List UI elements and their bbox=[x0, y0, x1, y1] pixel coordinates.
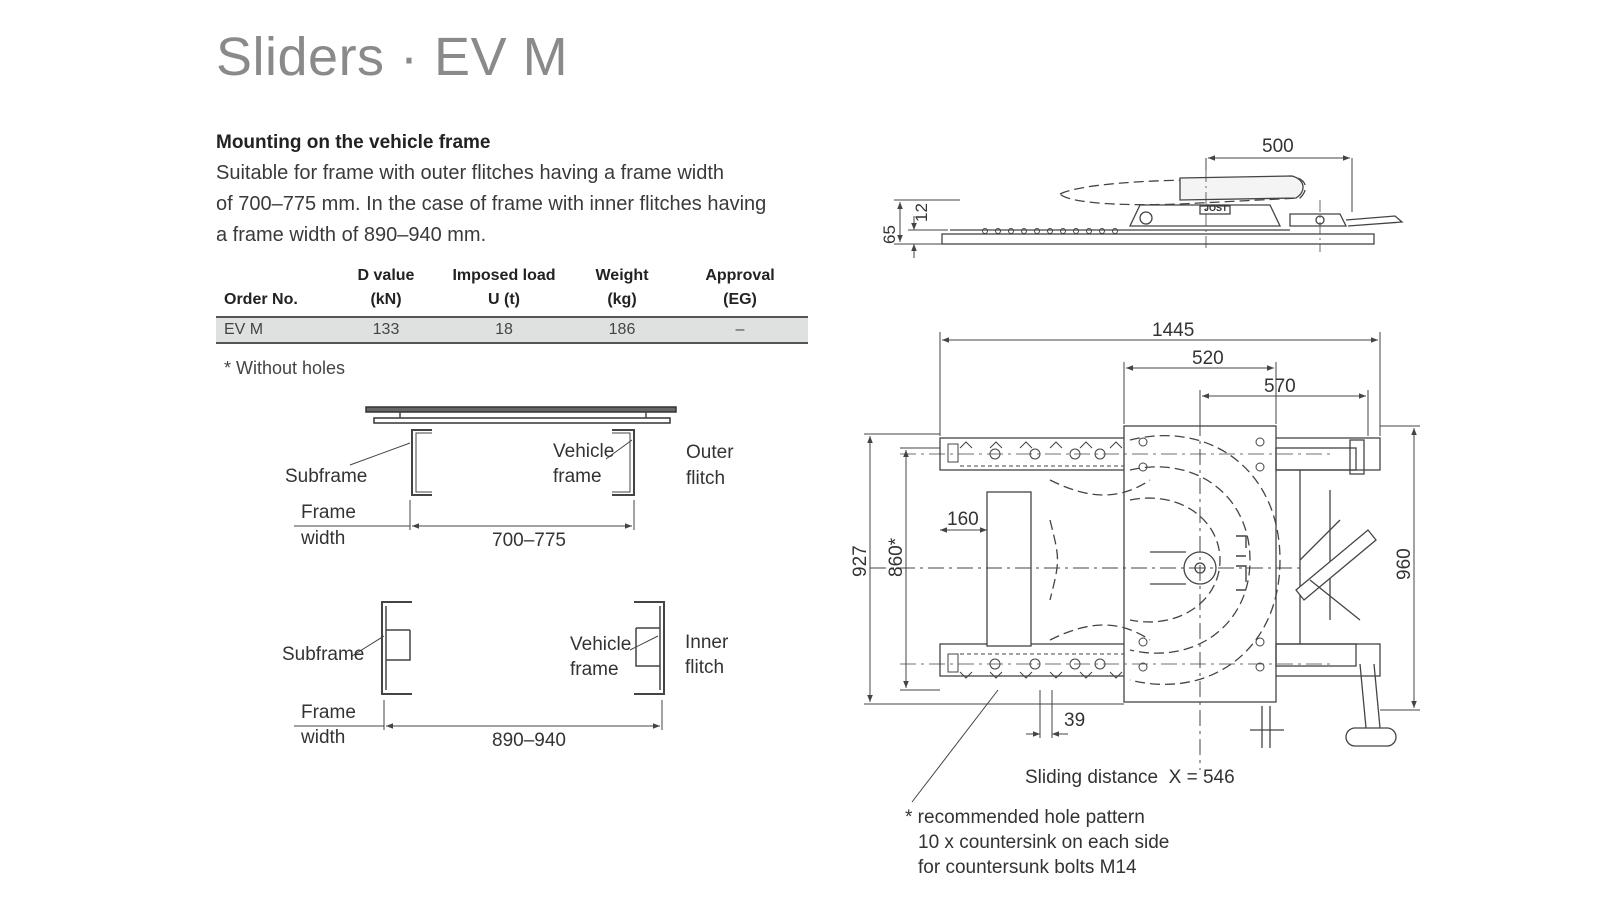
outer-flitch-label-1: Outer bbox=[686, 442, 734, 463]
table-footnote: * Without holes bbox=[224, 358, 346, 378]
dim-39-label: 39 bbox=[1064, 710, 1085, 731]
dim-500-label: 500 bbox=[1262, 136, 1294, 157]
header-d-value: D value(kN) bbox=[336, 262, 436, 318]
dim-160-label: 160 bbox=[947, 509, 979, 530]
hole-pattern-note-3: for countersunk bolts M14 bbox=[918, 857, 1137, 878]
outer-frame-width-label-1: Frame bbox=[301, 502, 356, 523]
header-weight: Weight(kg) bbox=[572, 262, 672, 318]
dim-1445-label: 1445 bbox=[1152, 320, 1194, 341]
inner-flitch-diagram bbox=[294, 601, 665, 730]
side-view-logo: JOST bbox=[1204, 203, 1228, 213]
cell-approval: – bbox=[672, 317, 808, 344]
dim-12-label: 12 bbox=[912, 203, 931, 222]
side-view-drawing bbox=[894, 155, 1404, 258]
outer-flitch-label-2: flitch bbox=[686, 468, 725, 489]
inner-frame-width-label-2: width bbox=[300, 727, 345, 748]
inner-flitch-label-2: flitch bbox=[685, 657, 724, 678]
outer-vehicle-frame-label-1: Vehicle bbox=[553, 441, 614, 462]
header-approval: Approval(EG) bbox=[672, 262, 808, 318]
dim-860-label: 860* bbox=[886, 537, 907, 577]
hole-pattern-note-1: * recommended hole pattern bbox=[905, 807, 1145, 828]
top-view-drawing bbox=[864, 332, 1420, 803]
outer-frame-width-label-2: width bbox=[300, 528, 345, 549]
table-row: EV M 133 18 186 – bbox=[216, 317, 808, 344]
outer-vehicle-frame-label-2: frame bbox=[553, 466, 602, 487]
dim-960-label: 960 bbox=[1394, 548, 1415, 580]
inner-flitch-label-1: Inner bbox=[685, 632, 729, 653]
cell-imposed-load: 18 bbox=[436, 317, 572, 344]
outer-subframe-label: Subframe bbox=[285, 466, 367, 487]
cell-d-value: 133 bbox=[336, 317, 436, 344]
dim-927-label: 927 bbox=[850, 545, 871, 577]
dim-65-label: 65 bbox=[880, 225, 899, 244]
inner-dimension-label: 890–940 bbox=[492, 730, 566, 751]
outer-flitch-diagram bbox=[294, 406, 677, 530]
description-line-2: of 700–775 mm. In the case of frame with… bbox=[216, 193, 767, 215]
inner-vehicle-frame-label-1: Vehicle bbox=[570, 634, 631, 655]
inner-vehicle-frame-label-2: frame bbox=[570, 659, 619, 680]
dim-570-label: 570 bbox=[1264, 376, 1296, 397]
sliding-distance-label: Sliding distance X = 546 bbox=[1025, 767, 1235, 788]
hole-pattern-note-2: 10 x countersink on each side bbox=[918, 832, 1169, 853]
description-line-3: a frame width of 890–940 mm. bbox=[216, 224, 487, 246]
inner-frame-width-label-1: Frame bbox=[301, 702, 356, 723]
section-heading: Mounting on the vehicle frame bbox=[216, 132, 491, 153]
cell-order-no: EV M bbox=[216, 317, 336, 344]
page-title: Sliders · EV M bbox=[216, 27, 569, 87]
header-order-no: Order No. bbox=[216, 262, 336, 318]
dim-520-label: 520 bbox=[1192, 348, 1224, 369]
inner-subframe-label: Subframe bbox=[282, 644, 364, 665]
description-line-1: Suitable for frame with outer flitches h… bbox=[216, 162, 725, 184]
outer-dimension-label: 700–775 bbox=[492, 530, 566, 551]
cell-weight: 186 bbox=[572, 317, 672, 344]
